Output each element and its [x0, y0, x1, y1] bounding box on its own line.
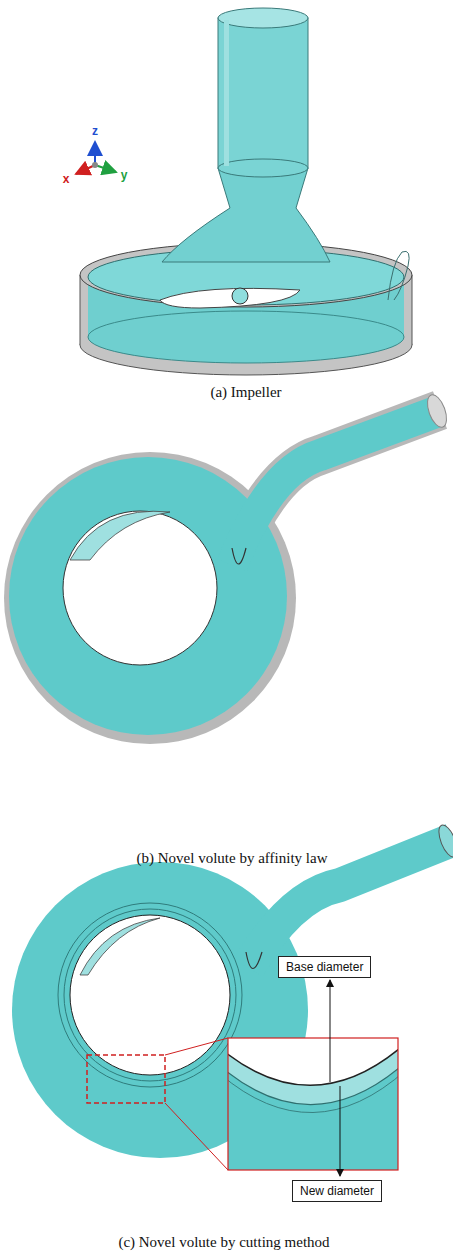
- figure-caption: (c) Novel volute by cutting method: [118, 1234, 329, 1251]
- figure-caption: (b) Novel volute by affinity law: [137, 850, 328, 867]
- callout-box: Base diameter: [278, 956, 371, 978]
- callout-text: New diameter: [300, 1184, 374, 1198]
- volute-affinity-figure: [4, 392, 450, 744]
- volute-cutting-figure: [12, 823, 453, 1176]
- callout-text: Base diameter: [286, 960, 363, 974]
- impeller-figure: [76, 8, 412, 375]
- axis-label: y: [121, 168, 128, 182]
- figure-caption: (a) Impeller: [210, 384, 281, 401]
- axis-label: z: [92, 124, 98, 138]
- axis-label: x: [63, 172, 70, 186]
- callout-box: New diameter: [292, 1180, 382, 1202]
